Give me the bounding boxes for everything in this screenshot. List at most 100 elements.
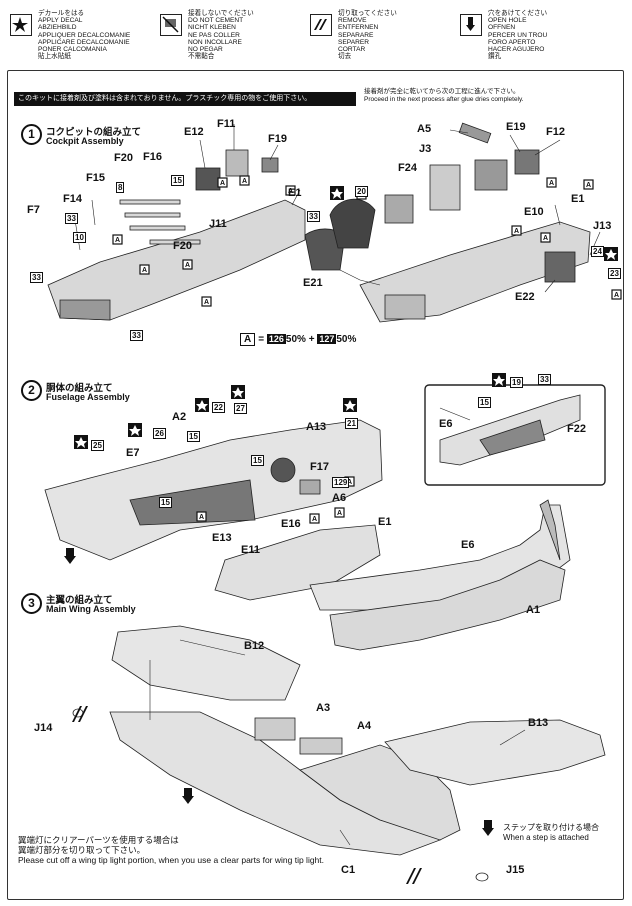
part-label: E21 [303,277,323,289]
number-tag: 129 [332,477,350,488]
number-tag: 22 [212,402,225,413]
svg-text:A: A [549,180,554,187]
part-label: E12 [184,126,204,138]
part-label: A2 [172,411,187,423]
part-label: F22 [567,423,586,435]
step-2-number: 2 [21,380,42,401]
part-label: A1 [526,604,541,616]
part-label: A13 [306,421,327,433]
legend-remove-text: 切り取ってください REMOVE ENTFERNEN SEPARARE SEPA… [338,10,397,61]
number-tag: 33 [307,211,320,222]
part-label: J13 [593,220,612,232]
part-a4 [299,737,343,755]
part-label: F12 [546,126,565,138]
part-label: E16 [281,518,301,530]
part-label: B12 [244,640,265,652]
legend-no-cement-text: 接着しないでください DO NOT CEMENT NICHT KLEBEN NE… [188,10,254,61]
legend-no-cement: 接着しないでください DO NOT CEMENT NICHT KLEBEN NE… [160,4,310,66]
part-label: A3 [316,702,331,714]
svg-text:A: A [312,516,317,523]
part-label: J15 [506,864,525,876]
number-tag: 10 [73,232,86,243]
step-attach-note: ステップを取り付ける場合 When a step is attached [503,823,599,842]
upper-wing-right-b13 [384,719,606,786]
number-tag: 21 [345,418,358,429]
number-tag: 15 [478,397,491,408]
number-tag: 25 [91,440,104,451]
step-3-title-en: Main Wing Assembly [46,604,136,614]
part-label: F24 [398,162,417,174]
number-tag: 33 [130,330,143,341]
number-tag: 27 [234,403,247,414]
part-label: A4 [357,720,372,732]
part-label: E13 [212,532,232,544]
number-tag: 19 [510,377,523,388]
svg-text:A: A [614,292,619,299]
armor-part-e21 [304,228,346,271]
part-label: A6 [332,492,347,504]
open-hole-icon [460,14,482,36]
legend-open-hole: 穴をあけてください OPEN HOLE OFFNEN PERCER UN TRO… [460,4,620,66]
remove-icon [310,14,332,36]
part-label: B13 [528,717,549,729]
svg-text:A: A [185,262,190,269]
number-tag: 24 [591,246,604,257]
number-tag: 15 [159,497,172,508]
svg-text:A: A [586,182,591,189]
svg-text:A: A [199,514,204,521]
svg-text:A: A [543,235,548,242]
part-label: E19 [506,121,526,133]
wing-tip-light-note: 翼端灯にクリアーパーツを使用する場合は 翼端灯部分を切り取って下さい。 Plea… [18,835,325,865]
no-cement-icon [160,14,182,36]
number-tag: 15 [251,455,264,466]
step-1-title-jp: コクピットの組み立て [46,127,142,138]
part-label: F20 [173,240,192,252]
step-3-number: 3 [21,593,42,614]
number-tag: 8 [116,182,125,193]
step-1-number: 1 [21,124,42,145]
svg-text:A: A [288,188,293,195]
part-label: C1 [341,864,356,876]
decal-star-markers [74,186,618,449]
part-label: F14 [63,193,82,205]
svg-text:A: A [242,178,247,185]
part-label: E6 [461,539,475,551]
legend-open-hole-text: 穴をあけてください OPEN HOLE OFFNEN PERCER UN TRO… [488,10,548,61]
legend-decal: デカールをはる APPLY DECAL ABZIEHBILD APPLIQUER… [10,4,160,66]
number-tag: 20 [355,186,368,197]
svg-text:A: A [220,180,225,187]
part-label: F19 [268,133,287,145]
part-label: F15 [86,172,105,184]
part-label: F11 [217,118,236,130]
instruction-legend: デカールをはる APPLY DECAL ABZIEHBILD APPLIQUER… [8,4,624,66]
svg-text:A: A [204,299,209,306]
svg-text:A: A [115,237,120,244]
part-label: E10 [524,206,544,218]
glue-paint-notice: このキットに接着剤及び塗料は含まれておりません。プラスチック専用の物をご使用下さ… [14,92,356,106]
step-3-title-jp: 主翼の組み立て [46,595,113,606]
part-label: J11 [209,218,227,230]
part-label: F17 [310,461,329,473]
part-a3 [254,717,296,741]
upper-wing-left-b12 [111,625,301,701]
glue-dry-notice: 接着剤が完全に乾いてから次の工程に進んで下さい。 Proceed in the … [364,88,524,103]
number-tag: 33 [538,374,551,385]
part-label: F16 [143,151,162,163]
part-label: J14 [34,722,53,734]
cockpit-floor-assembly [214,524,381,601]
svg-text:A: A [142,267,147,274]
part-label: E7 [126,447,140,459]
part-label: E1 [288,187,302,199]
part-label: E22 [515,291,535,303]
number-tag: 15 [187,431,200,442]
svg-text:A: A [337,510,342,517]
instruction-frame [7,70,624,900]
step-1-title-en: Cockpit Assembly [46,136,124,146]
part-label: F7 [27,204,40,216]
part-label: E6 [439,418,453,430]
decal-icon [10,14,32,36]
svg-text:A: A [347,479,352,486]
part-label: A5 [417,123,432,135]
part-label: E11 [241,544,260,556]
